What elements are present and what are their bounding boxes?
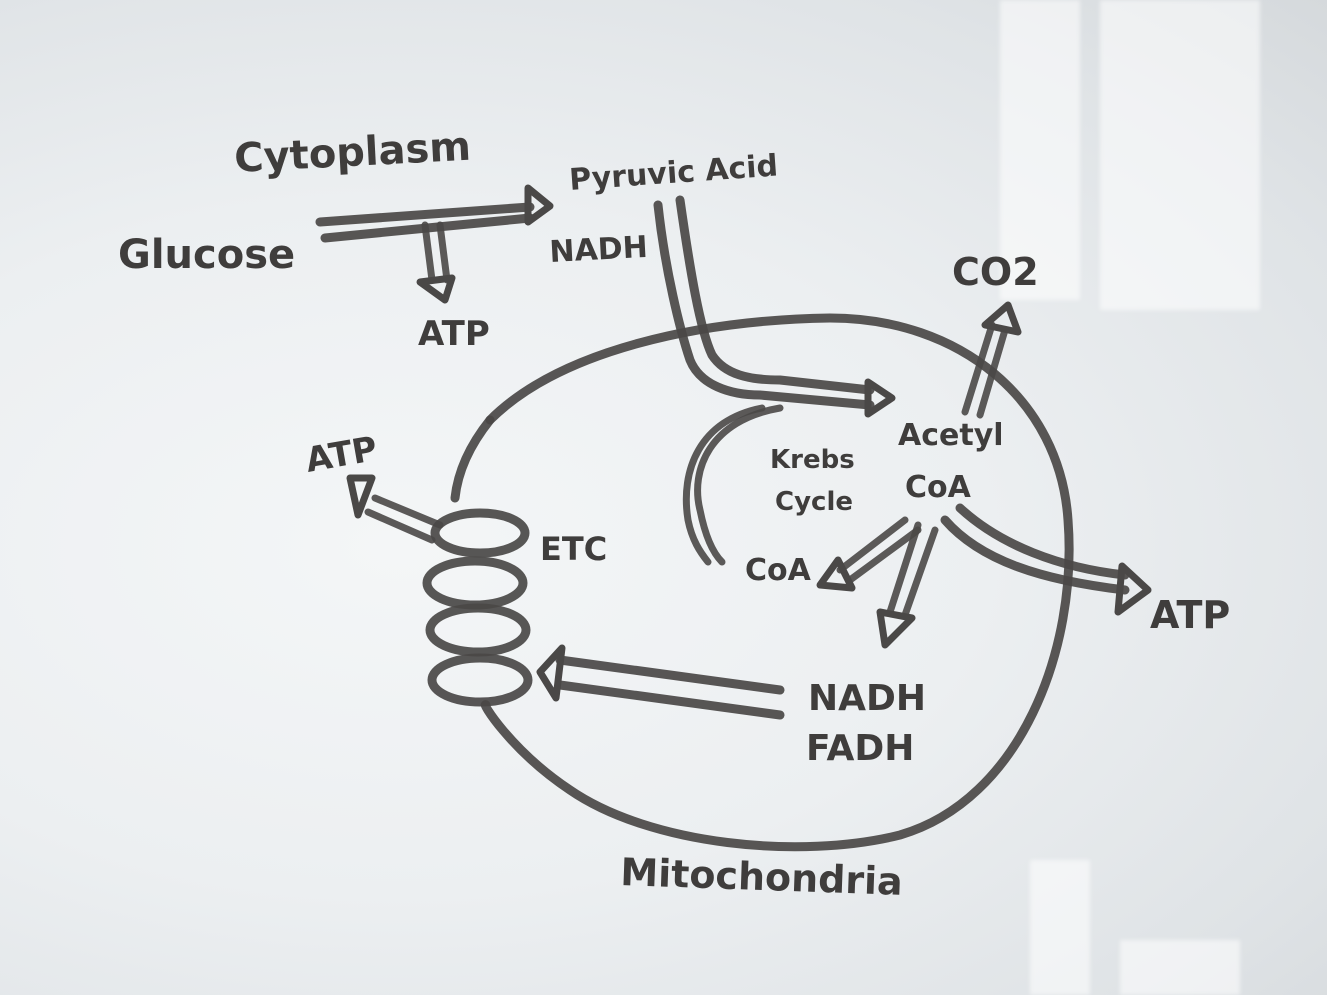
etc-feed-arrowhead <box>536 644 566 702</box>
glycolysis-arrowhead <box>524 184 554 226</box>
window-reflection <box>1100 0 1260 310</box>
etc-atp-arrow <box>364 494 444 544</box>
window-reflection <box>1000 0 1080 300</box>
etc-feed-arrow <box>555 655 785 720</box>
co2-label: CO2 <box>952 250 1039 294</box>
mitochondria-outline <box>480 313 1074 852</box>
krebs-inner-arc <box>694 404 784 566</box>
krebs-cycle-label-line2: Cycle <box>775 487 853 517</box>
atp-glycolysis-label: ATP <box>418 314 490 354</box>
pyruvate-arrowhead <box>864 378 896 418</box>
acetyl-coa-label-line1: Acetyl <box>898 418 1004 453</box>
atp-krebs-label: ATP <box>1150 593 1230 637</box>
krebs-atp-arrow <box>940 503 1130 595</box>
etc-atp-arrowhead <box>346 474 376 519</box>
pyruvic-acid-label: Pyruvic Acid <box>568 148 779 197</box>
glycolysis-atp-arrowhead <box>416 274 456 304</box>
nadh-fadh-arrowhead <box>876 608 916 649</box>
etc-complex-2 <box>422 556 528 610</box>
etc-complex-4 <box>427 653 533 707</box>
coa-arrowhead <box>816 556 856 592</box>
acetyl-coa-label-line2: CoA <box>905 470 972 505</box>
mitochondria-label: Mitochondria <box>620 850 904 904</box>
krebs-atp-arrowhead <box>1114 562 1152 616</box>
etc-complex-1 <box>430 508 530 558</box>
co2-arrowhead <box>981 301 1022 336</box>
pyruvate-transport-arrow-inner <box>675 195 875 395</box>
etc-complex-3 <box>425 603 531 657</box>
atp-etc-label: ATP <box>303 429 381 481</box>
window-reflection <box>1120 940 1240 995</box>
window-reflection <box>1030 860 1090 995</box>
coa-label: CoA <box>745 553 812 588</box>
coa-arrow <box>836 516 922 584</box>
co2-arrow <box>961 321 1009 419</box>
cytoplasm-label: Cytoplasm <box>233 124 472 182</box>
glucose-label: Glucose <box>118 232 295 278</box>
nadh-top-label: NADH <box>549 230 649 270</box>
etc-label: ETC <box>540 530 607 568</box>
mitochondria-outline-left <box>450 415 495 503</box>
glycolysis-atp-arrow <box>421 221 451 284</box>
krebs-cycle-label-line1: Krebs <box>770 445 855 475</box>
nadh-fadh-arrow <box>886 521 939 619</box>
fadh-label: FADH <box>806 728 914 769</box>
krebs-inner-arc-2 <box>682 404 766 566</box>
pyruvate-transport-arrow <box>653 200 875 410</box>
nadh-bottom-label: NADH <box>808 678 926 719</box>
